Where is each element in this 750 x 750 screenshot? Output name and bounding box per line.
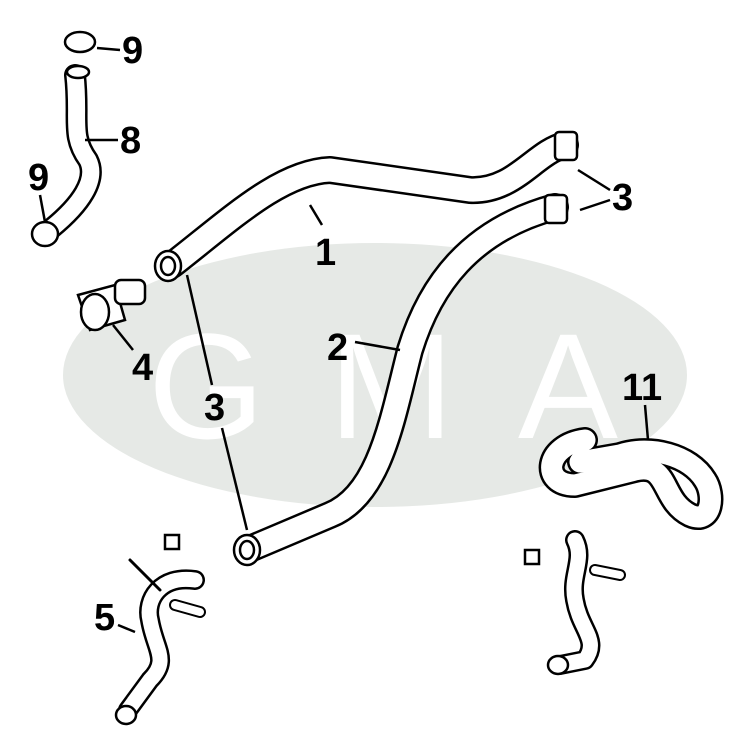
hose-1 xyxy=(158,131,579,279)
hose-1-end-opening xyxy=(159,255,177,277)
watermark-ellipse xyxy=(63,243,687,507)
bolt-right xyxy=(523,548,541,566)
leader-lines xyxy=(38,46,650,634)
label-4: 4 xyxy=(132,347,153,389)
clamp-9-top xyxy=(63,30,97,54)
hose-2-end-opening xyxy=(238,539,256,561)
hose-8-end xyxy=(65,64,91,80)
hose-1-clamp-right xyxy=(553,130,579,162)
hose-11 xyxy=(538,427,724,530)
hose-2 xyxy=(238,193,569,562)
bolt-left xyxy=(163,533,181,551)
label-3-right: 3 xyxy=(612,177,633,219)
label-11: 11 xyxy=(622,367,662,409)
label-9-top: 9 xyxy=(122,30,143,72)
hose-2-clamp-right xyxy=(543,193,569,225)
label-3-center: 3 xyxy=(204,387,225,429)
label-2: 2 xyxy=(327,327,348,369)
hose-8 xyxy=(41,64,102,239)
pipe-right xyxy=(550,530,626,675)
callouts: 9 8 9 1 3 2 4 3 11 5 xyxy=(28,30,662,639)
label-1: 1 xyxy=(315,232,336,274)
label-5: 5 xyxy=(94,597,115,639)
pipe-5 xyxy=(118,558,206,720)
label-8: 8 xyxy=(120,120,141,162)
clamp-9-left xyxy=(30,220,60,248)
label-9-left: 9 xyxy=(28,157,49,199)
